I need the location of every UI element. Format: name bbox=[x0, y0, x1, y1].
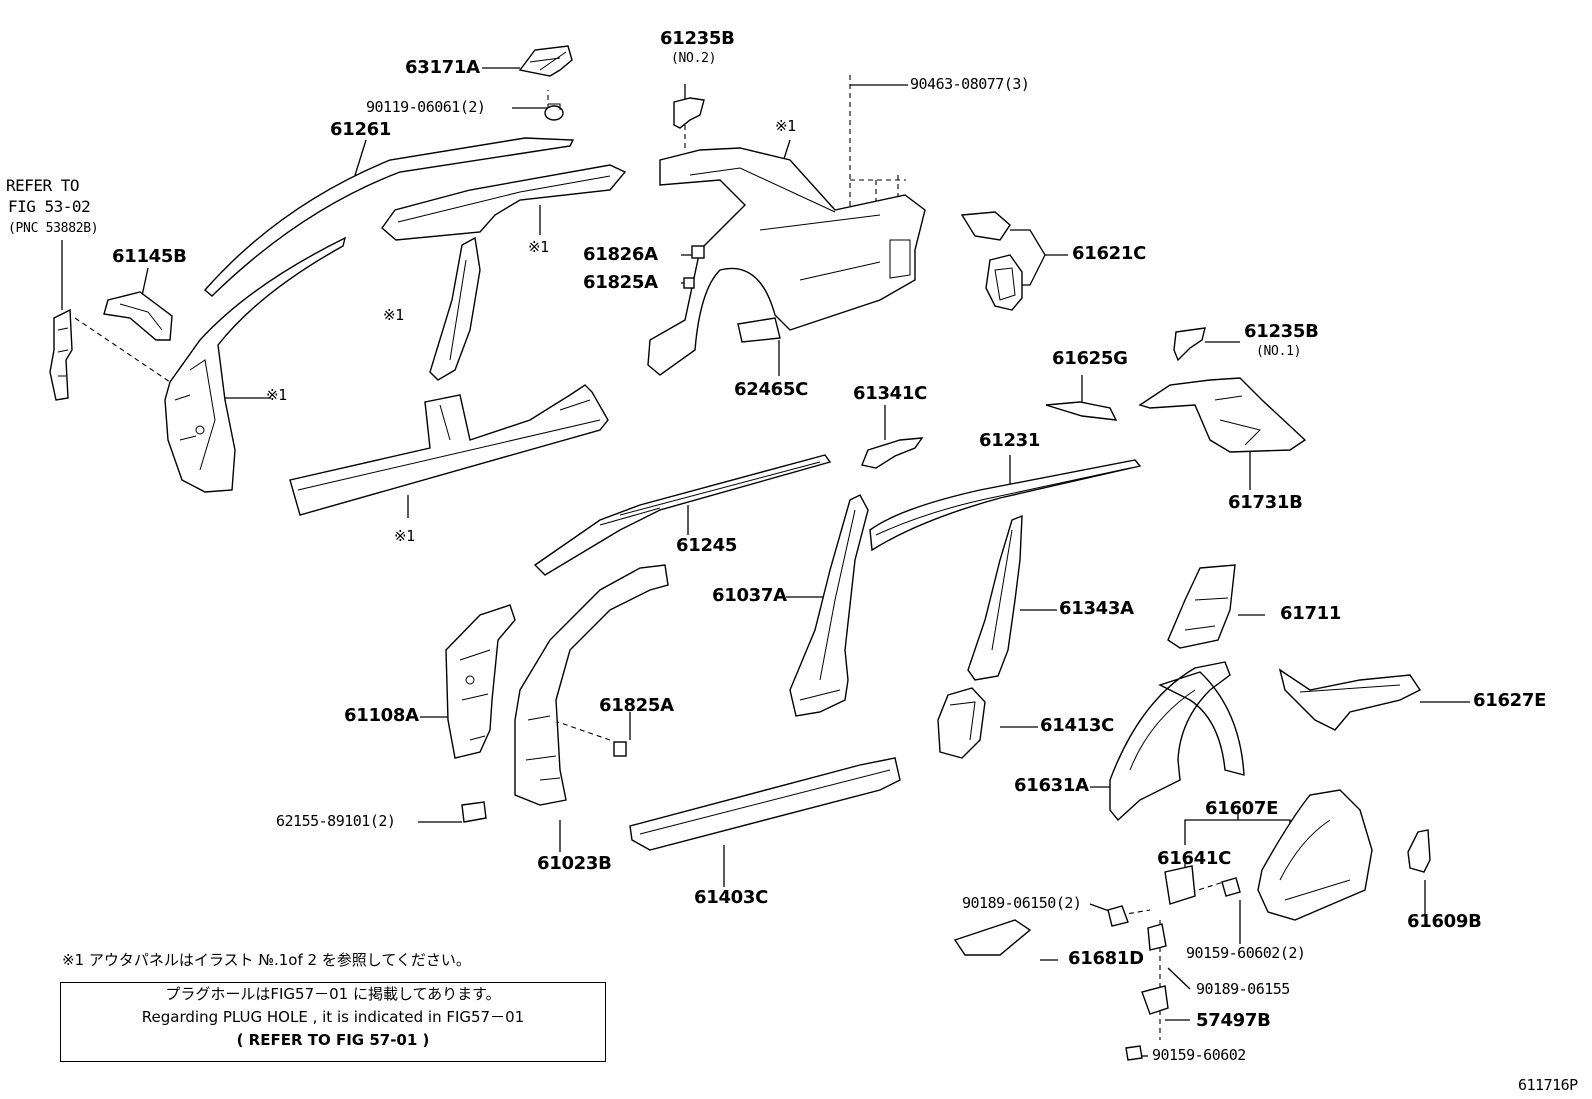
part-61235B-no1 bbox=[1173, 327, 1206, 362]
label-61621C: 61621C bbox=[1072, 243, 1147, 264]
part-61145B bbox=[103, 291, 173, 341]
plug-hole-notice-box: プラグホールはFIG57－01 に掲載してあります。 Regarding PLU… bbox=[60, 982, 606, 1062]
part-center-pillar-inner-upper bbox=[429, 236, 481, 381]
label-61341C: 61341C bbox=[853, 383, 928, 404]
part-roof-side-inner bbox=[381, 164, 627, 241]
plug-hole-note-jp: プラグホールはFIG57－01 に掲載してあります。 bbox=[165, 985, 501, 1003]
label-note1-quarter: ※1 bbox=[775, 117, 796, 135]
part-61108A bbox=[445, 604, 516, 759]
label-note1-pillar: ※1 bbox=[266, 386, 287, 404]
plug-hole-refer: ( REFER TO FIG 57-01 ) bbox=[236, 1031, 430, 1049]
part-61037A bbox=[789, 494, 869, 717]
part-61825A-bottom bbox=[613, 741, 627, 757]
label-61631A: 61631A bbox=[1014, 775, 1089, 796]
label-61343A: 61343A bbox=[1059, 598, 1134, 619]
part-61641C bbox=[1164, 865, 1196, 905]
part-61731B bbox=[1138, 377, 1307, 453]
part-61826A bbox=[691, 245, 705, 259]
label-no2: (NO.2) bbox=[671, 51, 717, 66]
label-63171A: 63171A bbox=[405, 57, 480, 78]
label-61607E: 61607E bbox=[1205, 798, 1279, 819]
figure-number: 611716P bbox=[1518, 1076, 1578, 1094]
part-61681D bbox=[953, 919, 1032, 956]
label-61145B: 61145B bbox=[112, 246, 187, 267]
part-90159-60602-bolt bbox=[1125, 1045, 1143, 1061]
label-61023B: 61023B bbox=[537, 853, 612, 874]
label-90189-06155: 90189-06155 bbox=[1196, 980, 1290, 998]
part-61631A bbox=[1109, 661, 1245, 822]
label-refer-to: REFER TO bbox=[6, 176, 80, 195]
label-61261: 61261 bbox=[330, 119, 392, 140]
label-61235B-no2: 61235B bbox=[660, 28, 735, 49]
footnote-outer-panel: ※1 アウタパネルはイラスト №.1of 2 を参照してください。 bbox=[62, 951, 471, 969]
label-90159-60602: 90159-60602 bbox=[1152, 1046, 1246, 1064]
label-note1-roof: ※1 bbox=[528, 238, 549, 256]
label-61413C: 61413C bbox=[1040, 715, 1115, 736]
label-61825A-bottom: 61825A bbox=[599, 695, 674, 716]
part-57497B bbox=[1141, 985, 1169, 1015]
label-61826A: 61826A bbox=[583, 244, 658, 265]
part-61261 bbox=[204, 137, 575, 297]
part-61245 bbox=[533, 454, 832, 576]
label-61245: 61245 bbox=[676, 535, 738, 556]
label-61609B: 61609B bbox=[1407, 911, 1482, 932]
part-62465C bbox=[737, 317, 781, 343]
part-61825A-top bbox=[683, 277, 695, 289]
label-note1-rocker: ※1 bbox=[394, 527, 415, 545]
part-90159-60602-bolt-2 bbox=[1221, 877, 1241, 897]
part-61023B bbox=[514, 564, 669, 806]
part-61403C bbox=[629, 757, 901, 851]
label-90189-06150: 90189-06150(2) bbox=[962, 894, 1082, 912]
part-62155-plug bbox=[461, 801, 487, 823]
label-no1: (NO.1) bbox=[1256, 344, 1302, 359]
part-61625G bbox=[1045, 401, 1118, 421]
label-61403C: 61403C bbox=[694, 887, 769, 908]
part-61711 bbox=[1167, 564, 1236, 649]
label-90463-08077: 90463-08077(3) bbox=[910, 75, 1030, 93]
label-note1-center: ※1 bbox=[383, 306, 404, 324]
part-61231 bbox=[869, 459, 1142, 552]
label-fig-53-02: FIG 53-02 bbox=[8, 197, 91, 216]
part-quarter-panel-outer bbox=[647, 147, 926, 376]
label-62465C: 62465C bbox=[734, 379, 809, 400]
label-90119-06061: 90119-06061(2) bbox=[366, 98, 486, 116]
label-57497B: 57497B bbox=[1196, 1010, 1271, 1031]
part-63171A bbox=[518, 45, 573, 77]
label-61108A: 61108A bbox=[344, 705, 419, 726]
part-61343A bbox=[967, 514, 1023, 681]
plug-hole-note-en: Regarding PLUG HOLE , it is indicated in… bbox=[141, 1008, 525, 1026]
part-bracket-53882B bbox=[49, 308, 73, 401]
part-front-pillar-outer bbox=[164, 236, 347, 493]
part-rocker-inner bbox=[289, 384, 609, 516]
label-61627E: 61627E bbox=[1473, 690, 1547, 711]
part-90189-06150-clip bbox=[1107, 905, 1129, 927]
label-61731B: 61731B bbox=[1228, 492, 1303, 513]
label-61641C: 61641C bbox=[1157, 848, 1232, 869]
label-pnc-53882b: (PNC 53882B) bbox=[8, 221, 99, 236]
part-61627E bbox=[1278, 668, 1422, 731]
label-62155-89101: 62155-89101(2) bbox=[276, 812, 396, 830]
label-61235B-no1: 61235B bbox=[1244, 321, 1319, 342]
label-90159-60602-2: 90159-60602(2) bbox=[1186, 944, 1306, 962]
label-61625G: 61625G bbox=[1052, 348, 1128, 369]
part-61621C bbox=[960, 211, 1023, 311]
part-61413C bbox=[937, 687, 986, 759]
part-90119-bolt bbox=[544, 103, 564, 121]
label-61825A-top: 61825A bbox=[583, 272, 658, 293]
label-61711: 61711 bbox=[1280, 603, 1342, 624]
label-61681D: 61681D bbox=[1068, 948, 1144, 969]
part-61609B bbox=[1407, 829, 1431, 873]
part-61607E bbox=[1257, 789, 1373, 921]
label-61231: 61231 bbox=[979, 430, 1041, 451]
part-61235B-no2 bbox=[673, 97, 705, 129]
part-61341C bbox=[861, 437, 924, 469]
part-90189-06155-clip bbox=[1147, 923, 1167, 951]
label-61037A: 61037A bbox=[712, 585, 787, 606]
